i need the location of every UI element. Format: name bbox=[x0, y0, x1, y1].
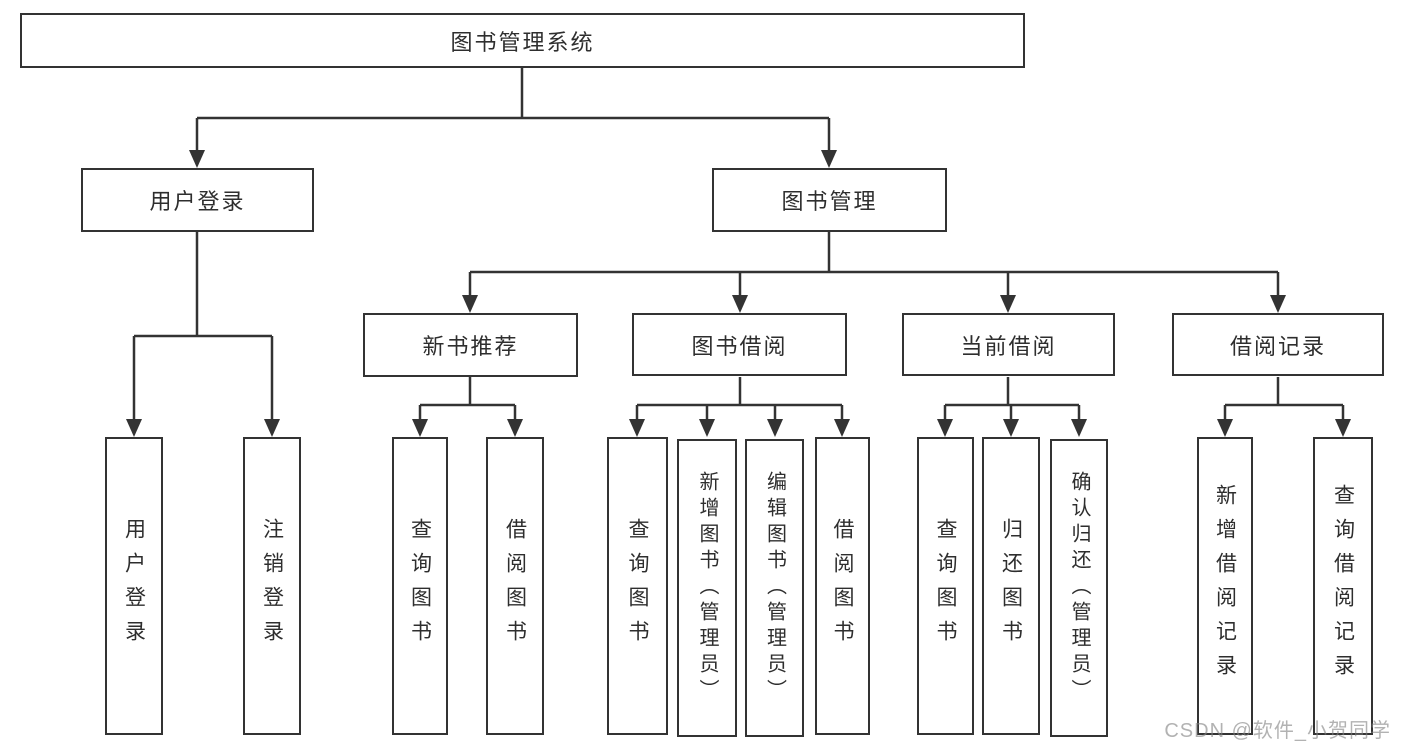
leaf-borrow-query-book-label: 查询图书 bbox=[626, 518, 649, 654]
leaf-current-query-book-label: 查询图书 bbox=[934, 518, 957, 654]
leaf-newbook-query-book-label: 查询图书 bbox=[408, 518, 432, 654]
leaf-add-borrow-record-label: 新增借阅记录 bbox=[1213, 484, 1237, 688]
leaf-logout: 注销登录 bbox=[243, 437, 301, 735]
node-new-book-recommend-label: 新书推荐 bbox=[422, 334, 519, 359]
leaf-confirm-return-admin-label: 确认归还（管理员） bbox=[1068, 471, 1090, 705]
leaf-newbook-borrow-book-label: 借阅图书 bbox=[503, 518, 527, 654]
node-book-borrow: 图书借阅 bbox=[632, 313, 847, 376]
node-borrow-records: 借阅记录 bbox=[1172, 313, 1384, 376]
leaf-edit-book-admin-label: 编辑图书（管理员） bbox=[763, 471, 786, 705]
leaf-user-login: 用户登录 bbox=[105, 437, 163, 735]
leaf-newbook-borrow-book: 借阅图书 bbox=[486, 437, 544, 735]
node-new-book-recommend: 新书推荐 bbox=[363, 313, 578, 377]
arrowheads bbox=[126, 150, 1351, 437]
leaf-borrow-borrow-book-label: 借阅图书 bbox=[831, 518, 854, 654]
leaf-return-book-label: 归还图书 bbox=[999, 518, 1023, 654]
watermark: CSDN @软件_小贺同学 bbox=[1164, 720, 1391, 742]
leaf-borrow-query-book: 查询图书 bbox=[607, 437, 668, 735]
leaf-return-book: 归还图书 bbox=[982, 437, 1040, 735]
node-current-borrow: 当前借阅 bbox=[902, 313, 1115, 376]
leaf-edit-book-admin: 编辑图书（管理员） bbox=[745, 439, 804, 737]
node-user-login-label: 用户登录 bbox=[149, 189, 246, 214]
leaf-add-borrow-record: 新增借阅记录 bbox=[1197, 437, 1253, 735]
node-borrow-records-label: 借阅记录 bbox=[1229, 333, 1326, 359]
node-book-management: 图书管理 bbox=[712, 168, 947, 232]
leaf-user-login-label: 用户登录 bbox=[122, 518, 146, 654]
leaf-borrow-borrow-book: 借阅图书 bbox=[815, 437, 870, 735]
leaf-logout-label: 注销登录 bbox=[260, 518, 284, 654]
node-book-borrow-label: 图书借阅 bbox=[691, 333, 788, 359]
leaf-add-book-admin: 新增图书（管理员） bbox=[677, 439, 737, 737]
node-current-borrow-label: 当前借阅 bbox=[960, 333, 1057, 359]
node-root-label: 图书管理系统 bbox=[450, 29, 595, 55]
leaf-query-borrow-record-label: 查询借阅记录 bbox=[1331, 484, 1355, 688]
leaf-confirm-return-admin: 确认归还（管理员） bbox=[1050, 439, 1108, 737]
node-root: 图书管理系统 bbox=[20, 13, 1025, 68]
node-user-login: 用户登录 bbox=[81, 168, 314, 232]
node-book-management-label: 图书管理 bbox=[781, 189, 878, 214]
leaf-query-borrow-record: 查询借阅记录 bbox=[1313, 437, 1373, 735]
leaf-current-query-book: 查询图书 bbox=[917, 437, 974, 735]
connector-spines bbox=[132, 68, 1345, 421]
leaf-newbook-query-book: 查询图书 bbox=[392, 437, 448, 735]
leaf-add-book-admin-label: 新增图书（管理员） bbox=[696, 471, 718, 705]
